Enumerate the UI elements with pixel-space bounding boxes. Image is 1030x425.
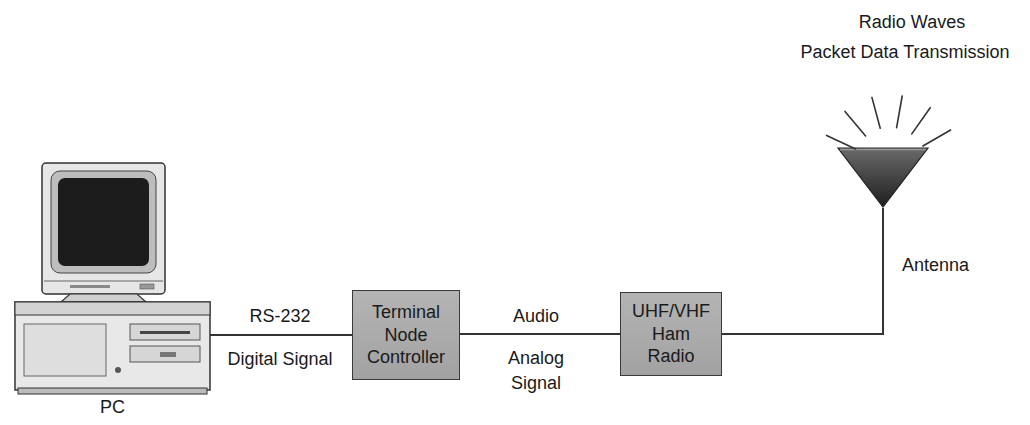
antenna-illustration bbox=[838, 148, 928, 207]
signal-label: Radio Waves bbox=[859, 10, 965, 35]
node-label: Terminal Node Controller bbox=[353, 301, 459, 369]
pc-illustration bbox=[15, 163, 210, 394]
node-label: UHF/VHF Ham Radio bbox=[621, 300, 721, 368]
signal-line bbox=[722, 208, 883, 334]
device-node: Antenna bbox=[838, 146, 928, 208]
device-node: PC bbox=[15, 160, 210, 415]
signal-label: Packet Data Transmission bbox=[800, 40, 1009, 65]
process-box: Terminal Node Controller bbox=[352, 290, 460, 380]
radio-waves bbox=[827, 96, 951, 149]
signal-label: RS-232 bbox=[249, 304, 310, 329]
signal-line bbox=[210, 334, 352, 336]
signal-label: Digital Signal bbox=[227, 347, 332, 372]
node-label: Antenna bbox=[902, 254, 992, 277]
signal-label: Audio bbox=[513, 304, 559, 329]
signal-line bbox=[460, 333, 620, 335]
process-box: UHF/VHF Ham Radio bbox=[620, 292, 722, 376]
node-label: PC bbox=[15, 396, 210, 419]
signal-label: Analog Signal bbox=[499, 346, 574, 396]
